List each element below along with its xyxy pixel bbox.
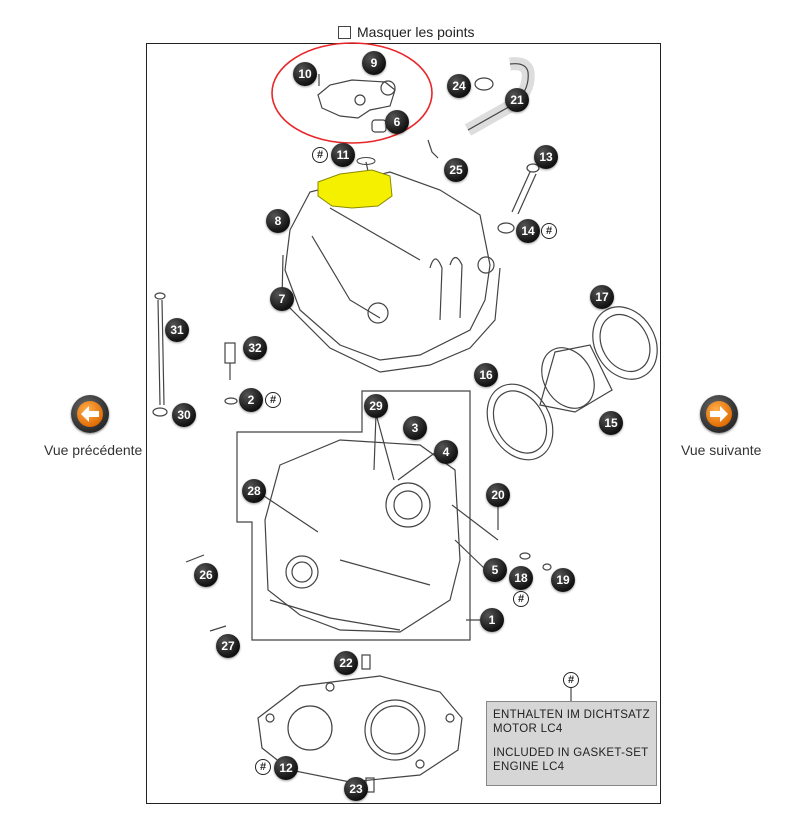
callout-32[interactable]: 32 [243, 336, 267, 360]
callout-15[interactable]: 15 [599, 411, 623, 435]
callout-4[interactable]: 4 [434, 440, 458, 464]
callout-2[interactable]: 2 [239, 388, 263, 412]
selection-ring [271, 42, 433, 144]
hash-marker-14: # [541, 223, 557, 239]
previous-view-button[interactable] [71, 395, 109, 433]
previous-view-label[interactable]: Vue précédente [44, 442, 143, 458]
callout-29[interactable]: 29 [364, 394, 388, 418]
next-view-button[interactable] [700, 395, 738, 433]
next-view-label[interactable]: Vue suivante [681, 442, 762, 458]
callout-14[interactable]: 14 [516, 219, 540, 243]
callout-1[interactable]: 1 [480, 608, 504, 632]
callout-11[interactable]: 11 [331, 143, 355, 167]
hash-marker-2: # [265, 392, 281, 408]
highlighted-gasket[interactable] [317, 169, 393, 209]
callout-13[interactable]: 13 [534, 145, 558, 169]
arrow-left-icon [81, 406, 99, 422]
callout-28[interactable]: 28 [242, 479, 266, 503]
callout-16[interactable]: 16 [474, 363, 498, 387]
hash-marker-legend: # [563, 672, 579, 688]
callout-27[interactable]: 27 [216, 634, 240, 658]
callout-23[interactable]: 23 [344, 777, 368, 801]
hide-points-toggle[interactable]: Masquer les points [338, 24, 475, 40]
callout-22[interactable]: 22 [334, 651, 358, 675]
callout-5[interactable]: 5 [483, 558, 507, 582]
callout-25[interactable]: 25 [444, 158, 468, 182]
arrow-right-icon [710, 406, 728, 422]
callout-10[interactable]: 10 [293, 62, 317, 86]
diagram-frame [146, 43, 661, 804]
callout-26[interactable]: 26 [194, 563, 218, 587]
legend-text-en: INCLUDED IN GASKET-SET ENGINE LC4 [493, 747, 649, 773]
hash-marker-12: # [255, 759, 271, 775]
gasket-set-legend: ENTHALTEN IM DICHTSATZ MOTOR LC4 INCLUDE… [486, 701, 657, 786]
callout-30[interactable]: 30 [172, 403, 196, 427]
callout-24[interactable]: 24 [447, 74, 471, 98]
callout-20[interactable]: 20 [486, 483, 510, 507]
legend-text-de: ENTHALTEN IM DICHTSATZ MOTOR LC4 [493, 709, 650, 735]
hash-marker-18: # [513, 591, 529, 607]
callout-6[interactable]: 6 [385, 110, 409, 134]
callout-12[interactable]: 12 [274, 756, 298, 780]
callout-31[interactable]: 31 [165, 318, 189, 342]
callout-17[interactable]: 17 [590, 285, 614, 309]
callout-3[interactable]: 3 [403, 416, 427, 440]
callout-8[interactable]: 8 [266, 209, 290, 233]
callout-21[interactable]: 21 [505, 88, 529, 112]
callout-18[interactable]: 18 [509, 566, 533, 590]
callout-19[interactable]: 19 [551, 568, 575, 592]
hash-marker-11: # [312, 147, 328, 163]
hide-points-label: Masquer les points [357, 24, 475, 40]
hide-points-checkbox[interactable] [338, 25, 351, 39]
callout-9[interactable]: 9 [362, 51, 386, 75]
callout-7[interactable]: 7 [270, 287, 294, 311]
